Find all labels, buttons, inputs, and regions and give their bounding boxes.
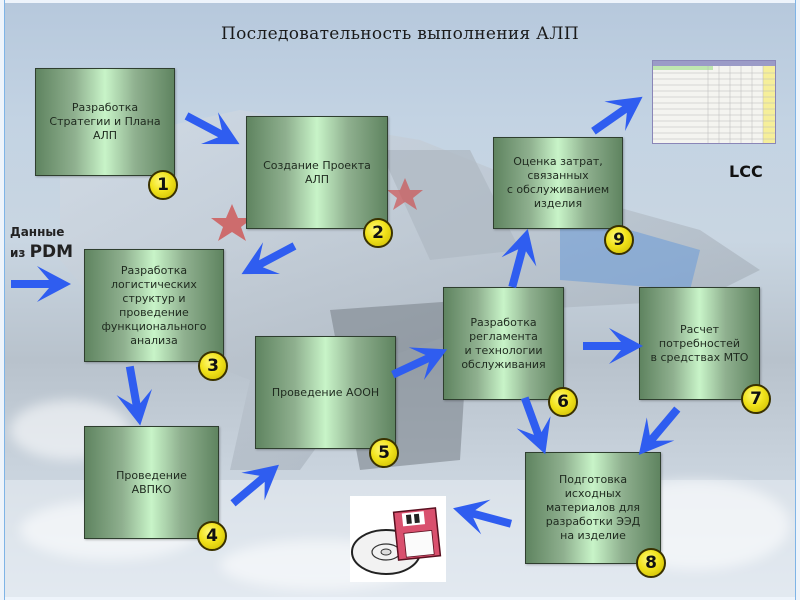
arrow-icon-9-to-lcc bbox=[581, 79, 655, 149]
step-number-badge-7: 7 bbox=[741, 384, 771, 414]
step-number-badge-3: 3 bbox=[198, 351, 228, 381]
step-text: Проведение АВПКО bbox=[116, 468, 187, 496]
step-number-badge-8: 8 bbox=[636, 548, 666, 578]
step-box-3: Разработка логистических структур и пров… bbox=[84, 249, 224, 362]
step-box-2: Создание Проекта АЛП bbox=[246, 116, 388, 229]
step-text: Разработка регламента и технологии обслу… bbox=[461, 315, 546, 371]
step-box-8: Подготовка исходных материалов для разра… bbox=[525, 452, 661, 564]
spreadsheet-icon bbox=[652, 60, 776, 144]
lcc-label: LCC bbox=[729, 162, 763, 181]
pdm-label-prefix: из bbox=[10, 246, 26, 260]
arrow-icon-3-to-4 bbox=[108, 363, 162, 430]
slide-frame-right bbox=[795, 0, 800, 600]
pdm-label-source: PDM bbox=[29, 242, 74, 262]
arrow-icon-7-to-8 bbox=[622, 395, 694, 469]
pdm-label-line1: Данные bbox=[10, 225, 65, 239]
slide-frame-top bbox=[0, 0, 800, 3]
step-number-badge-5: 5 bbox=[369, 438, 399, 468]
step-text: Расчет потребностей в средствах МТО bbox=[650, 322, 749, 364]
step-text: Оценка затрат, связанных с обслуживанием… bbox=[506, 155, 610, 210]
step-box-6: Разработка регламента и технологии обслу… bbox=[443, 287, 564, 400]
slide-frame-bottom bbox=[0, 597, 800, 600]
step-number-badge-1: 1 bbox=[148, 170, 178, 200]
arrow-icon-1-to-2 bbox=[176, 96, 250, 163]
step-text: Проведение АООН bbox=[271, 385, 380, 399]
arrow-icon-6-to-8 bbox=[504, 390, 566, 461]
step-box-1: Разработка Стратегии и Плана АЛП bbox=[35, 68, 175, 176]
arrow-icon-4-to-5 bbox=[219, 448, 293, 520]
slide-frame-left bbox=[0, 0, 5, 600]
arrow-icon-8-to-media bbox=[447, 487, 516, 545]
step-box-5: Проведение АООН bbox=[255, 336, 396, 449]
step-number-badge-2: 2 bbox=[363, 218, 393, 248]
step-text: Разработка логистических структур и пров… bbox=[101, 263, 207, 347]
slide-title: Последовательность выполнения АЛП bbox=[221, 24, 579, 44]
arrow-icon-6-to-7 bbox=[583, 324, 643, 368]
step-text: Разработка Стратегии и Плана АЛП bbox=[49, 101, 161, 142]
arrow-icon-6-to-9 bbox=[491, 223, 549, 292]
step-number-badge-6: 6 bbox=[548, 387, 578, 417]
arrow-icon-2-to-3 bbox=[231, 226, 305, 293]
disk-floppy-icon bbox=[350, 496, 446, 582]
step-text: Создание Проекта АЛП bbox=[263, 158, 371, 186]
arrow-right-icon bbox=[10, 262, 72, 306]
pdm-input-label: Данные из PDM bbox=[10, 222, 73, 263]
arrow-icon-5-to-6 bbox=[384, 329, 457, 394]
step-text: Подготовка исходных материалов для разра… bbox=[545, 473, 641, 542]
step-number-badge-9: 9 bbox=[604, 225, 634, 255]
step-box-4: Проведение АВПКО bbox=[84, 426, 219, 539]
step-number-badge-4: 4 bbox=[197, 521, 227, 551]
step-box-7: Расчет потребностей в средствах МТО bbox=[639, 287, 760, 400]
step-box-9: Оценка затрат, связанных с обслуживанием… bbox=[493, 137, 623, 229]
